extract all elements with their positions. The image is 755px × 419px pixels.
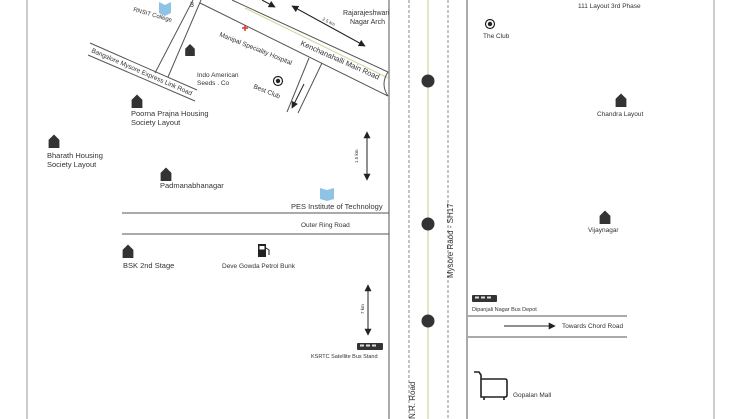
distance-label: 7 km (360, 304, 365, 314)
distance-label: 2.5 km (322, 16, 337, 27)
ksrtc-label: KSRTC Satellite Bus Stand (311, 354, 378, 360)
distance-label: 1.5 km (354, 149, 359, 163)
bharath-label-1: Bharath Housing (47, 151, 103, 160)
mysore-road-label: Mysore Raod - SH17 (446, 203, 455, 278)
manipal-label: Manipal Speciality Hospital (218, 31, 293, 67)
rajarajeshwari-label-1: Rajarajeshwari (343, 10, 390, 17)
shopping-cart-icon (474, 371, 508, 400)
mysore-road-highway (388, 0, 468, 419)
direction-arrow (261, 0, 276, 8)
college-icon (159, 2, 171, 16)
house-icon (599, 210, 611, 224)
gopalan-label: Gopalan Mall (513, 392, 552, 399)
house-icon (160, 167, 172, 181)
side-road (297, 62, 323, 114)
house-icon (185, 44, 195, 56)
bharath-label-2: Society Layout (47, 160, 97, 169)
road-3 (154, 0, 194, 74)
petrol-label: Deve Gowda Petrol Bunk (222, 263, 296, 270)
poorna-label-1: Poorna Prajna Housing (131, 109, 209, 118)
depot-label: Dipanjali Nagar Bus Depot (472, 307, 537, 313)
fuel-pump-icon (258, 244, 270, 257)
chandra-label: Chandra Layout (597, 111, 643, 118)
road-3 (167, 0, 202, 78)
direction-arrow (291, 83, 305, 109)
house-icon (131, 94, 143, 108)
kenchanahalli-label: Kenchanahalli Main Road (299, 39, 381, 82)
padmanabhanagar-label: Padmanabhanagar (160, 181, 224, 190)
club-icon (484, 18, 496, 30)
distance-arrow (291, 5, 366, 47)
metro-station-marker (421, 217, 435, 231)
house-icon (48, 134, 60, 148)
outer-ring-label: Outer Ring Road (301, 222, 350, 229)
house-icon (122, 244, 134, 258)
indo-american-label-1: Indo American (197, 72, 239, 79)
bsk-label: BSK 2nd Stage (123, 261, 174, 270)
poorna-label-2: Society Layout (131, 118, 181, 127)
the-club-label: The Club (483, 33, 510, 40)
road-3-label: 3 (190, 2, 194, 9)
bus-icon (472, 295, 497, 302)
metro-station-marker (421, 314, 435, 328)
metro-station-marker (421, 74, 435, 88)
hospital-icon (242, 25, 248, 31)
express-link-road (89, 42, 198, 91)
rajarajeshwari-label-2: Nagar Arch (350, 19, 385, 26)
express-link-road (87, 54, 196, 102)
nr-road-label: N.R. Road (408, 382, 417, 419)
side-road (286, 57, 310, 113)
house-icon (615, 93, 627, 107)
pes-label: PES Institute of Technology (291, 202, 383, 211)
college-icon (320, 188, 334, 201)
club-icon (272, 75, 284, 87)
vijaynagar-label: Vijaynagar (588, 227, 619, 234)
bus-icon (357, 343, 383, 350)
chord-road-label: Towards Chord Road (562, 323, 623, 330)
indo-american-label-2: Seeds . Co (197, 80, 230, 87)
layout-top-label: 111 Layout 3rd Phase (578, 3, 641, 10)
